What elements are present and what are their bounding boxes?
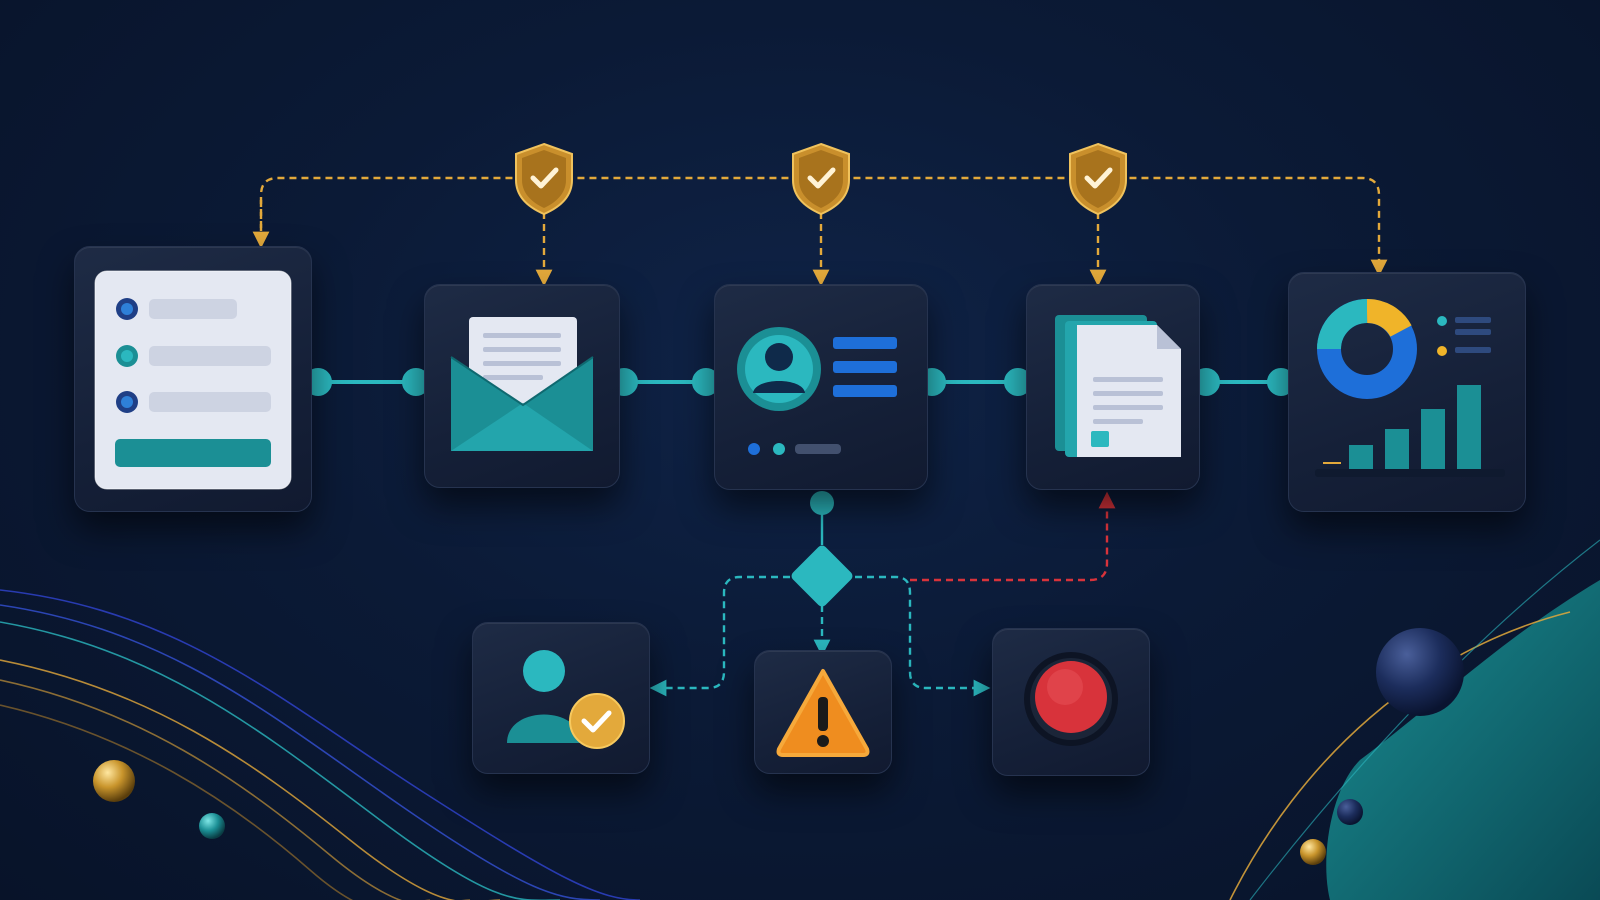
navy-sphere [1376,628,1464,716]
navy-small-sphere [1337,799,1363,825]
gold-small-sphere [1300,839,1326,865]
analytics-dashboard-icon [1315,299,1505,477]
branch-connectors [649,491,1116,697]
approved-user-node[interactable] [472,622,650,774]
form-node[interactable] [74,246,312,512]
document-stack-icon [1055,315,1181,457]
main-connectors [304,368,1295,396]
email-node[interactable] [424,284,620,488]
stop-button-icon [1024,652,1118,746]
decorative-waves [0,589,641,900]
gold-sphere [93,760,135,802]
shield-check-icon [515,142,573,216]
decorative-slab [1229,539,1600,900]
shield-check-icon [792,142,850,216]
decision-diamond-icon [791,545,853,607]
user-approved-icon [507,650,625,749]
form-icon [94,270,292,490]
shield-check-icon [1069,142,1127,216]
warning-node[interactable] [754,650,892,774]
user-profile-icon [737,327,897,455]
stop-node[interactable] [992,628,1150,776]
profile-node[interactable] [714,284,928,490]
teal-sphere [199,813,225,839]
envelope-icon [450,317,594,451]
dashboard-node[interactable] [1288,272,1526,512]
documents-node[interactable] [1026,284,1200,490]
warning-triangle-icon [776,669,870,757]
